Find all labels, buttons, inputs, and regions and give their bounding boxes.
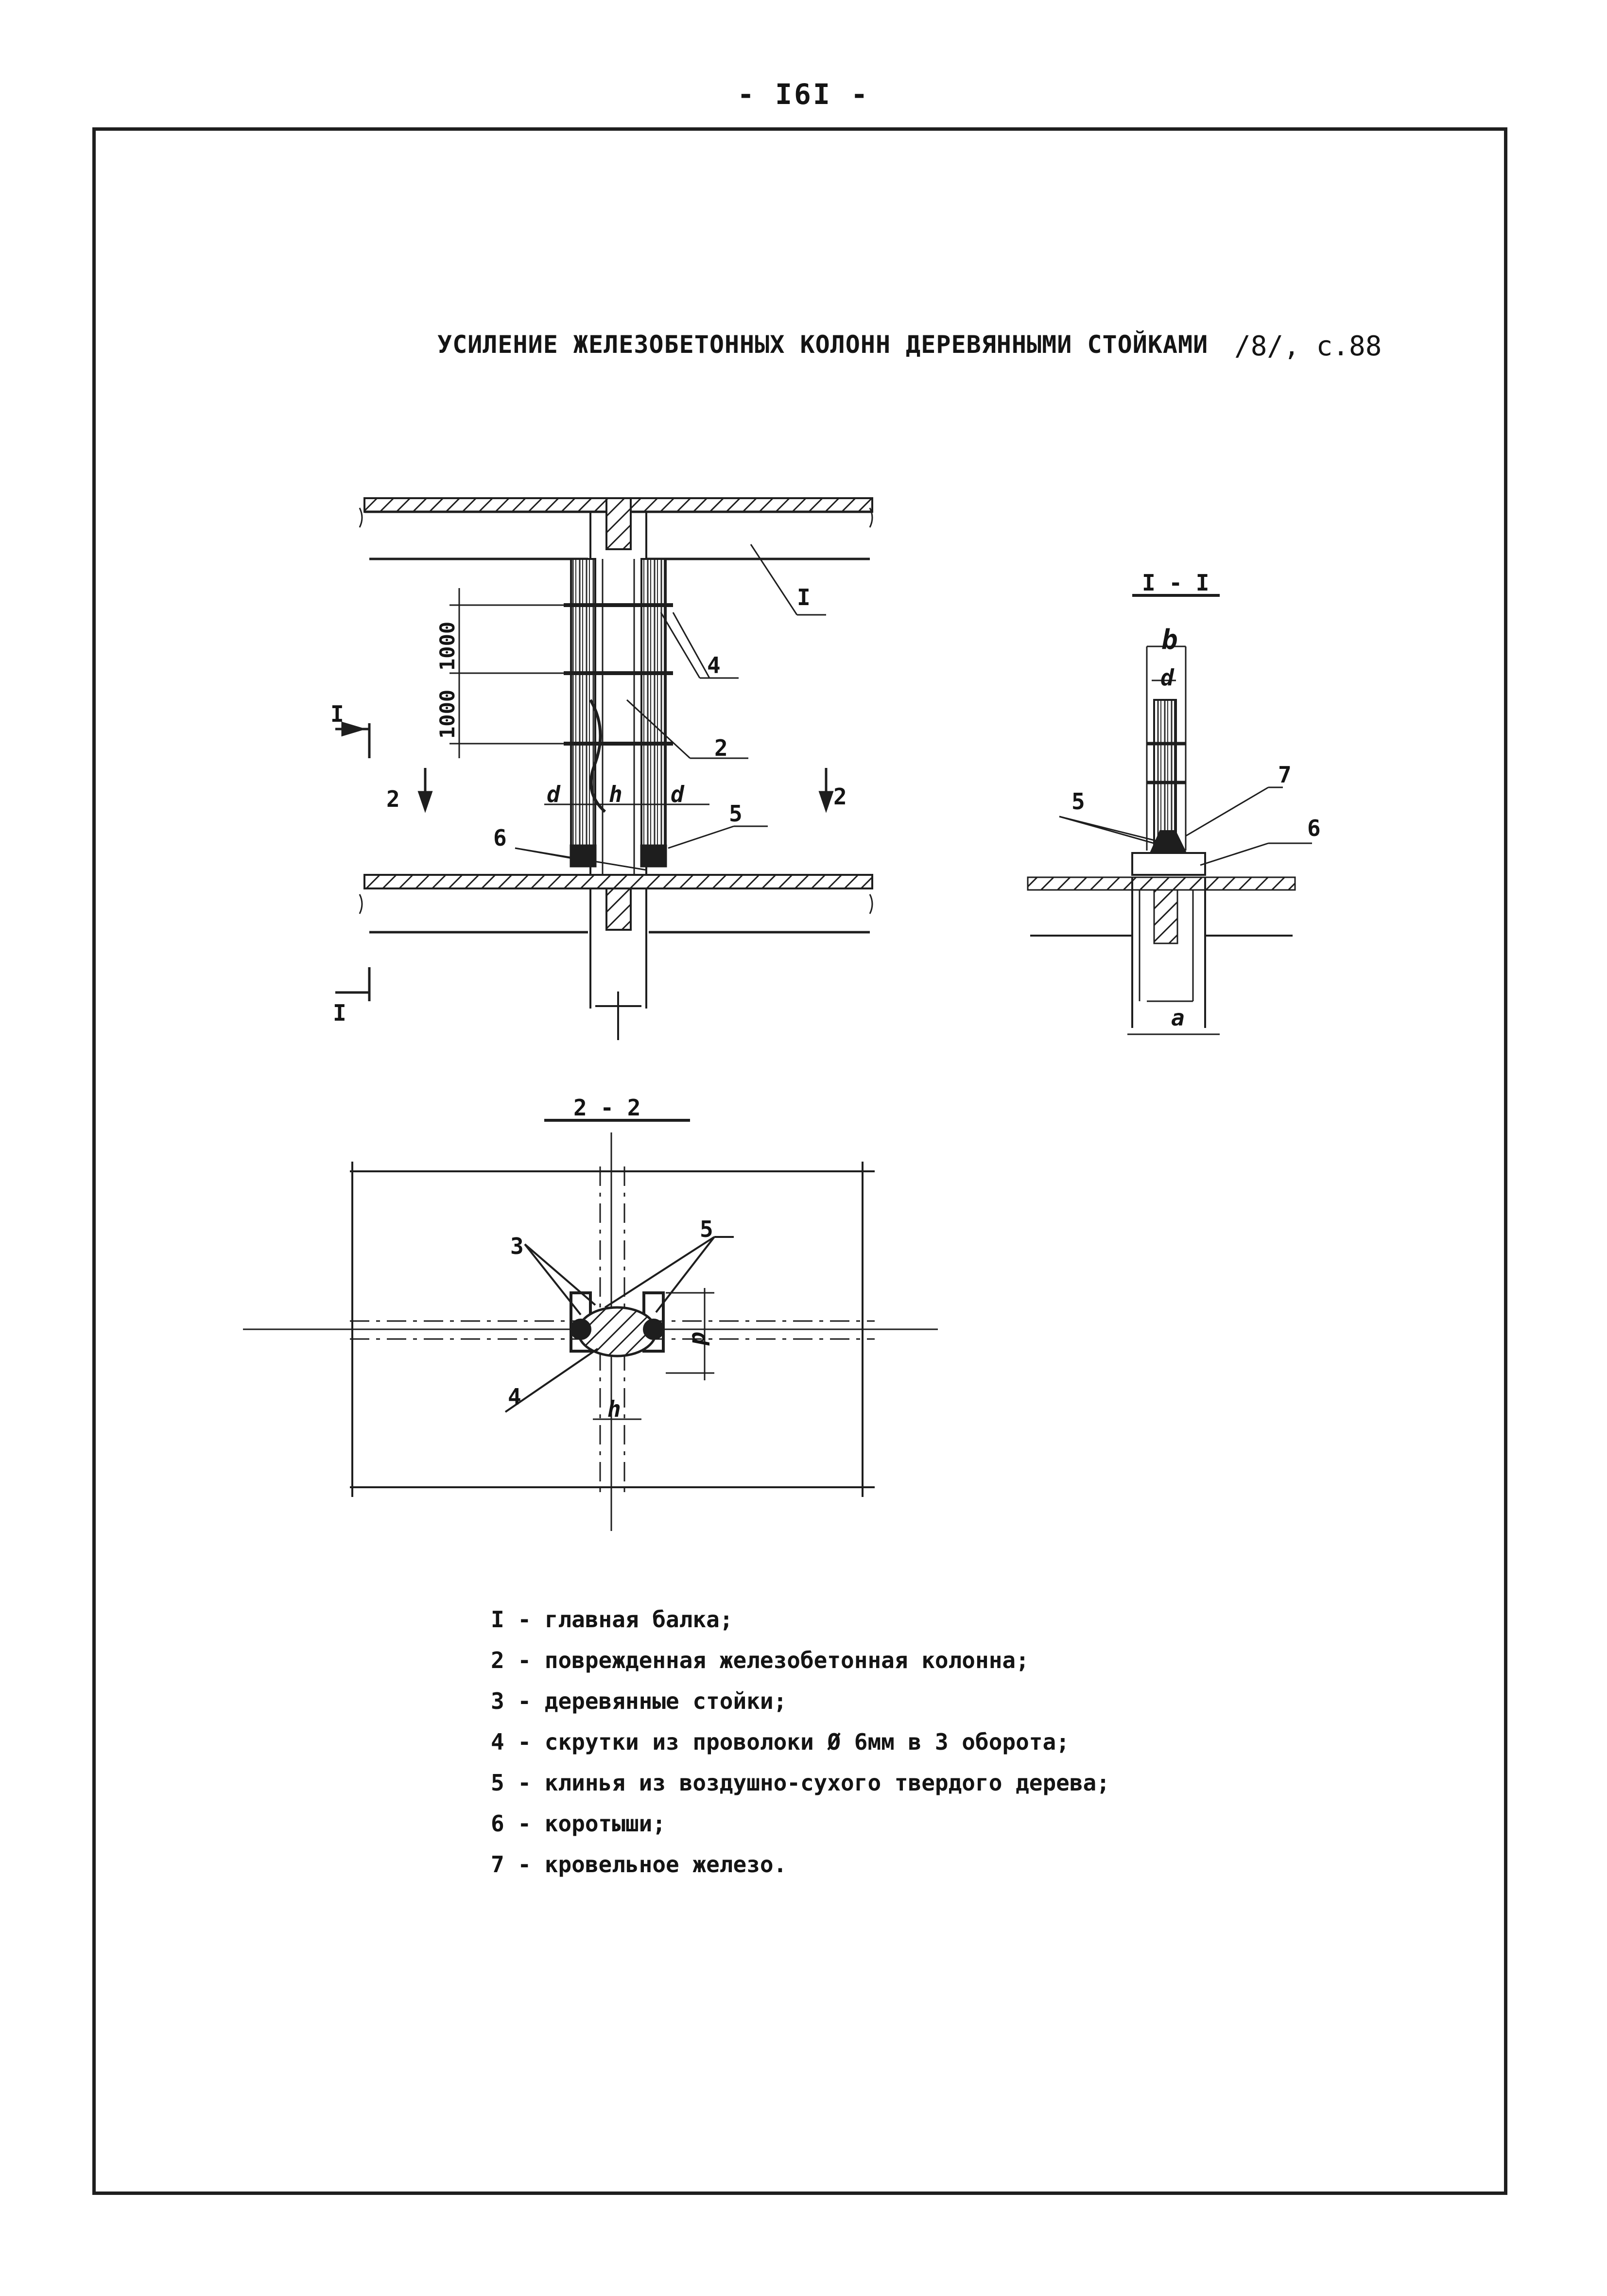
- legend-item-4: 4 - скрутки из проволоки Ø 6мм в 3 оборо…: [491, 1729, 1070, 1755]
- dim-d-section: d: [1160, 664, 1175, 691]
- elevation-view: [335, 497, 873, 1040]
- dim-d-right: d: [671, 781, 685, 807]
- legend-item-5: 5 - клинья из воздушно-сухого твердого д…: [491, 1770, 1110, 1796]
- drawing-title: УСИЛЕНИЕ ЖЕЛЕЗОБЕТОННЫХ КОЛОНН ДЕРЕВЯННЫ…: [437, 330, 1209, 359]
- dim-a: a: [1171, 1005, 1185, 1031]
- section-2-view: [243, 1119, 938, 1531]
- callout-3: 3: [510, 1233, 524, 1259]
- drawing-labels: I 2 4 5 6 7 5 6 3 5 4 I - I 2 - 2 I I 2 …: [330, 570, 1321, 1422]
- section-1-view: [1027, 594, 1312, 1035]
- dim-spacing-1: 1000: [435, 622, 459, 671]
- wood-post-left: [570, 558, 596, 852]
- callout-4-plan: 4: [508, 1384, 521, 1410]
- callout-4: 4: [707, 652, 721, 678]
- page-number: - I6I -: [737, 78, 870, 111]
- legend-item-1: I - главная балка;: [491, 1606, 733, 1633]
- drawing-frame: [92, 127, 1507, 2195]
- callout-5-section: 5: [1071, 788, 1085, 815]
- legend-item-2: 2 - поврежденная железобетонная колонна;: [491, 1647, 1029, 1673]
- callout-7: 7: [1278, 762, 1292, 788]
- section-1-title: I - I: [1142, 570, 1209, 596]
- callout-2: 2: [714, 735, 728, 761]
- callout-5: 5: [729, 800, 743, 827]
- wood-post-right: [640, 558, 667, 852]
- legend-item-6: 6 - коротыши;: [491, 1810, 666, 1837]
- reference: /8/, с.88: [1234, 330, 1382, 362]
- section-mark-2-right: 2: [833, 783, 847, 810]
- dim-h: h: [609, 781, 622, 807]
- bottom-slab-hatch: [363, 874, 873, 889]
- dim-d-plan: d: [687, 1332, 713, 1346]
- section-mark-1-bottom: I: [333, 1000, 346, 1026]
- legend: I - главная балка; 2 - поврежденная желе…: [491, 1599, 1110, 1885]
- section-mark-2-left: 2: [386, 786, 400, 812]
- callout-6: 6: [493, 825, 507, 851]
- callout-1: I: [797, 584, 811, 610]
- dim-h-plan: h: [607, 1396, 621, 1422]
- dim-d-left: d: [547, 781, 561, 807]
- callout-5-plan: 5: [700, 1216, 713, 1242]
- legend-item-3: 3 - деревянные стойки;: [491, 1688, 787, 1714]
- dim-b: b: [1161, 624, 1178, 656]
- dim-spacing-2: 1000: [435, 690, 459, 739]
- legend-item-7: 7 - кровельное железо.: [491, 1851, 787, 1878]
- section-2-title: 2 - 2: [573, 1095, 640, 1121]
- callout-6-section: 6: [1307, 815, 1321, 841]
- section-mark-1-top: I: [330, 701, 344, 727]
